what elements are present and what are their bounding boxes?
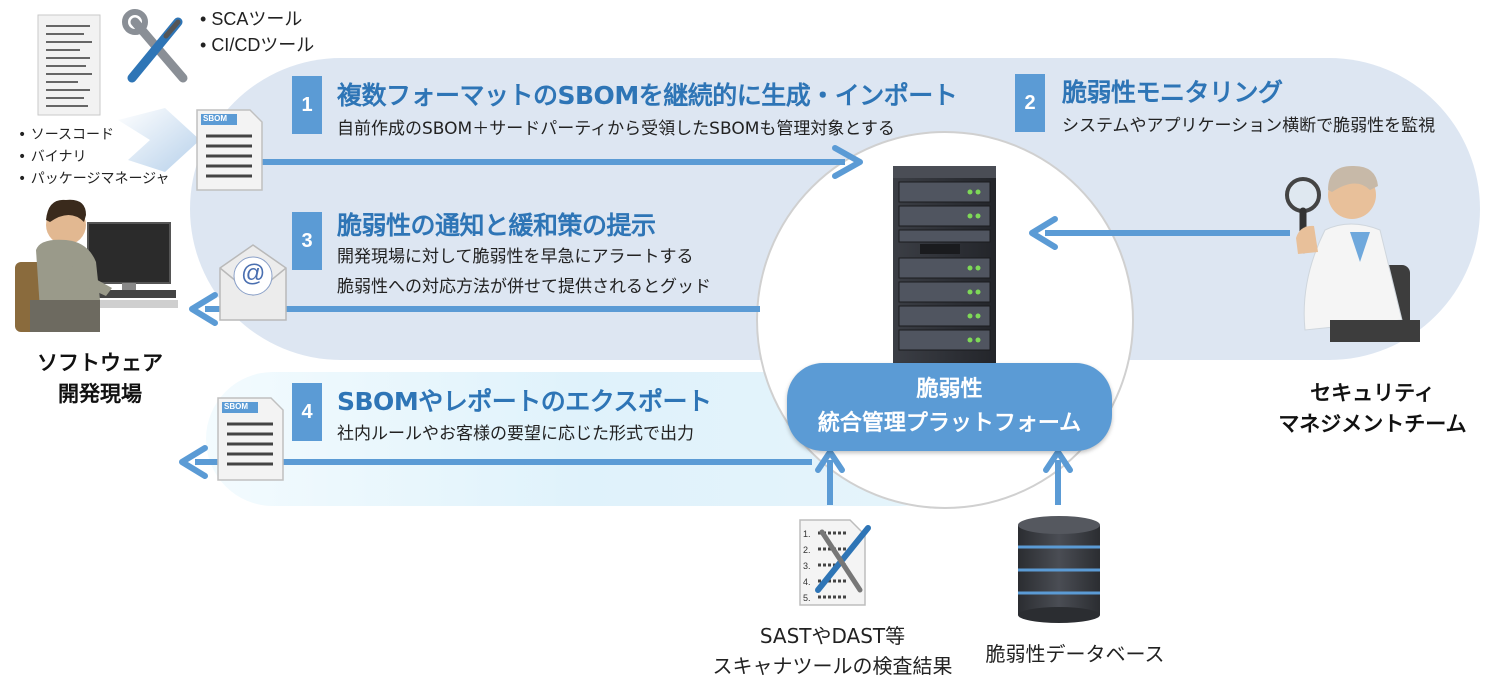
server-rack-icon	[893, 166, 996, 366]
checklist-number: 2.	[803, 545, 811, 555]
step-2-desc: システムやアプリケーション横断で脆弱性を監視	[1062, 116, 1436, 136]
step-3-title: 脆弱性の通知と緩和策の提示	[337, 211, 656, 240]
tool-list: • SCAツール • CI/CDツール	[200, 6, 314, 58]
security-analyst-illustration	[1285, 165, 1420, 342]
step-3-number: 3	[292, 212, 322, 270]
actor-security-line-2: マネジメントチーム	[1278, 412, 1467, 436]
tools-icon	[122, 9, 188, 83]
source-list: • ソースコード • バイナリ • パッケージマネージャ	[18, 124, 169, 190]
step-1-title: 複数フォーマットのSBOMを継続的に生成・インポート	[337, 81, 958, 110]
checklist-icon	[799, 519, 871, 606]
checklist-number: 3.	[803, 561, 811, 571]
source-document-icon	[37, 14, 101, 116]
checklist-number: 5.	[803, 593, 811, 603]
actor-dev-line-1: ソフトウェア	[37, 351, 163, 375]
actor-dev: ソフトウェア 開発現場	[20, 348, 180, 410]
scanner-results-line-1: SASTやDAST等	[759, 624, 906, 648]
step-1-number: 1	[292, 76, 322, 134]
step-2-number: 2	[1015, 74, 1045, 132]
platform-line-2: 統合管理プラットフォーム	[817, 411, 1082, 436]
email-at-glyph: @	[241, 260, 266, 287]
platform-line-1: 脆弱性	[916, 377, 983, 402]
scanner-results-line-2: スキャナツールの検査結果	[712, 654, 953, 678]
source-list-item: • ソースコード	[18, 127, 115, 143]
checklist-numbers: 1. 2. 3. 4. 5.	[803, 526, 811, 606]
step-2-title: 脆弱性モニタリング	[1062, 78, 1283, 107]
sbom-document-icon-1	[196, 109, 263, 191]
step-4-title: SBOMやレポートのエクスポート	[337, 387, 712, 416]
sbom-document-icon-2	[217, 397, 284, 481]
source-arrow	[118, 108, 200, 172]
scanner-results-label: SASTやDAST等 スキャナツールの検査結果	[690, 621, 975, 681]
email-envelope-icon	[219, 244, 287, 321]
actor-security-line-1: セキュリティ	[1310, 381, 1435, 405]
sbom-doc-label-1: SBOM	[203, 114, 227, 123]
step-3-desc-line-2: 脆弱性への対応方法が併せて提供されるとグッド	[337, 277, 711, 297]
checklist-number: 1.	[803, 529, 811, 539]
vuln-database-label: 脆弱性データベース	[985, 642, 1165, 666]
source-list-item: • バイナリ	[18, 149, 87, 165]
actor-security: セキュリティ マネジメントチーム	[1265, 378, 1480, 440]
step-4-number: 4	[292, 383, 322, 441]
checklist-number: 4.	[803, 577, 811, 587]
actor-dev-line-2: 開発現場	[58, 382, 142, 406]
step-4-desc: 社内ルールやお客様の要望に応じた形式で出力	[337, 424, 694, 444]
lower-band	[206, 372, 966, 506]
source-list-item: • パッケージマネージャ	[18, 171, 170, 187]
tool-list-item: • SCAツール	[200, 9, 303, 29]
step-3-desc-line-1: 開発現場に対して脆弱性を早急にアラートする	[337, 247, 694, 267]
sbom-doc-label-2: SBOM	[224, 402, 248, 411]
database-icon	[1018, 516, 1100, 623]
platform-label: 脆弱性 統合管理プラットフォーム	[787, 363, 1112, 451]
developer-illustration	[15, 199, 178, 332]
tool-list-item: • CI/CDツール	[200, 35, 315, 55]
step-1-desc: 自前作成のSBOM＋サードパーティから受領したSBOMも管理対象とする	[337, 119, 895, 139]
